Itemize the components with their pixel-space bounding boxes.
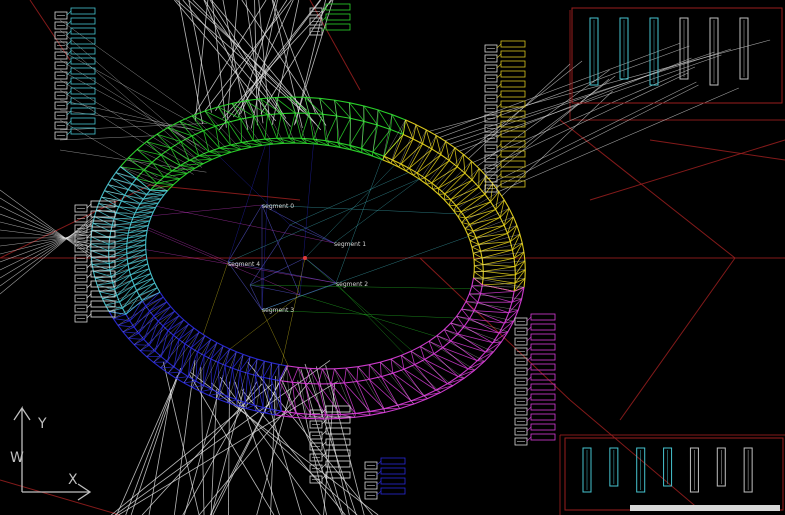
inner-triangulation xyxy=(145,143,472,367)
top-right-panel xyxy=(571,7,783,104)
detail-panels xyxy=(564,7,784,511)
segment-label-0: segment 0 xyxy=(262,203,294,210)
ucs-x-label: X xyxy=(68,472,78,488)
red-line xyxy=(559,119,736,259)
red-line xyxy=(569,399,701,511)
tag-stack-left xyxy=(74,200,116,323)
ucs-w-label: W xyxy=(10,450,24,466)
ring-wireframe[interactable] xyxy=(90,96,526,420)
tag-stack-top-left xyxy=(54,7,96,140)
segment-label-4: segment 4 xyxy=(228,261,260,268)
bottom-right-panel xyxy=(564,437,784,511)
tag-stack-bottom-center xyxy=(309,405,351,484)
tag-stack-bottom xyxy=(364,457,406,500)
red-line xyxy=(29,0,71,61)
ucs-axis-icon: Y W X xyxy=(10,405,92,501)
ring-segment-4[interactable] xyxy=(90,166,168,315)
ucs-y-label: Y xyxy=(37,416,47,432)
red-line xyxy=(309,0,361,91)
ring-segment-2[interactable] xyxy=(275,277,525,420)
tag-stack-top-right xyxy=(484,40,526,193)
annotation-tags xyxy=(54,3,556,500)
tag-stack-top-center xyxy=(309,3,351,36)
red-line xyxy=(649,139,785,161)
red-line xyxy=(149,184,301,201)
red-line xyxy=(589,139,785,201)
red-line xyxy=(419,257,571,401)
ring-segment-0[interactable] xyxy=(119,96,406,192)
ring-segment-1[interactable] xyxy=(382,119,526,292)
red-line xyxy=(619,257,736,421)
tag-stack-right xyxy=(514,313,556,446)
ring-segment-3[interactable] xyxy=(108,291,287,416)
center-point xyxy=(303,256,307,260)
segment-label-1: segment 1 xyxy=(334,241,366,248)
status-strip xyxy=(630,505,780,511)
segment-label-3: segment 3 xyxy=(262,307,294,314)
red-line xyxy=(0,479,121,515)
segment-label-2: segment 2 xyxy=(336,281,368,288)
